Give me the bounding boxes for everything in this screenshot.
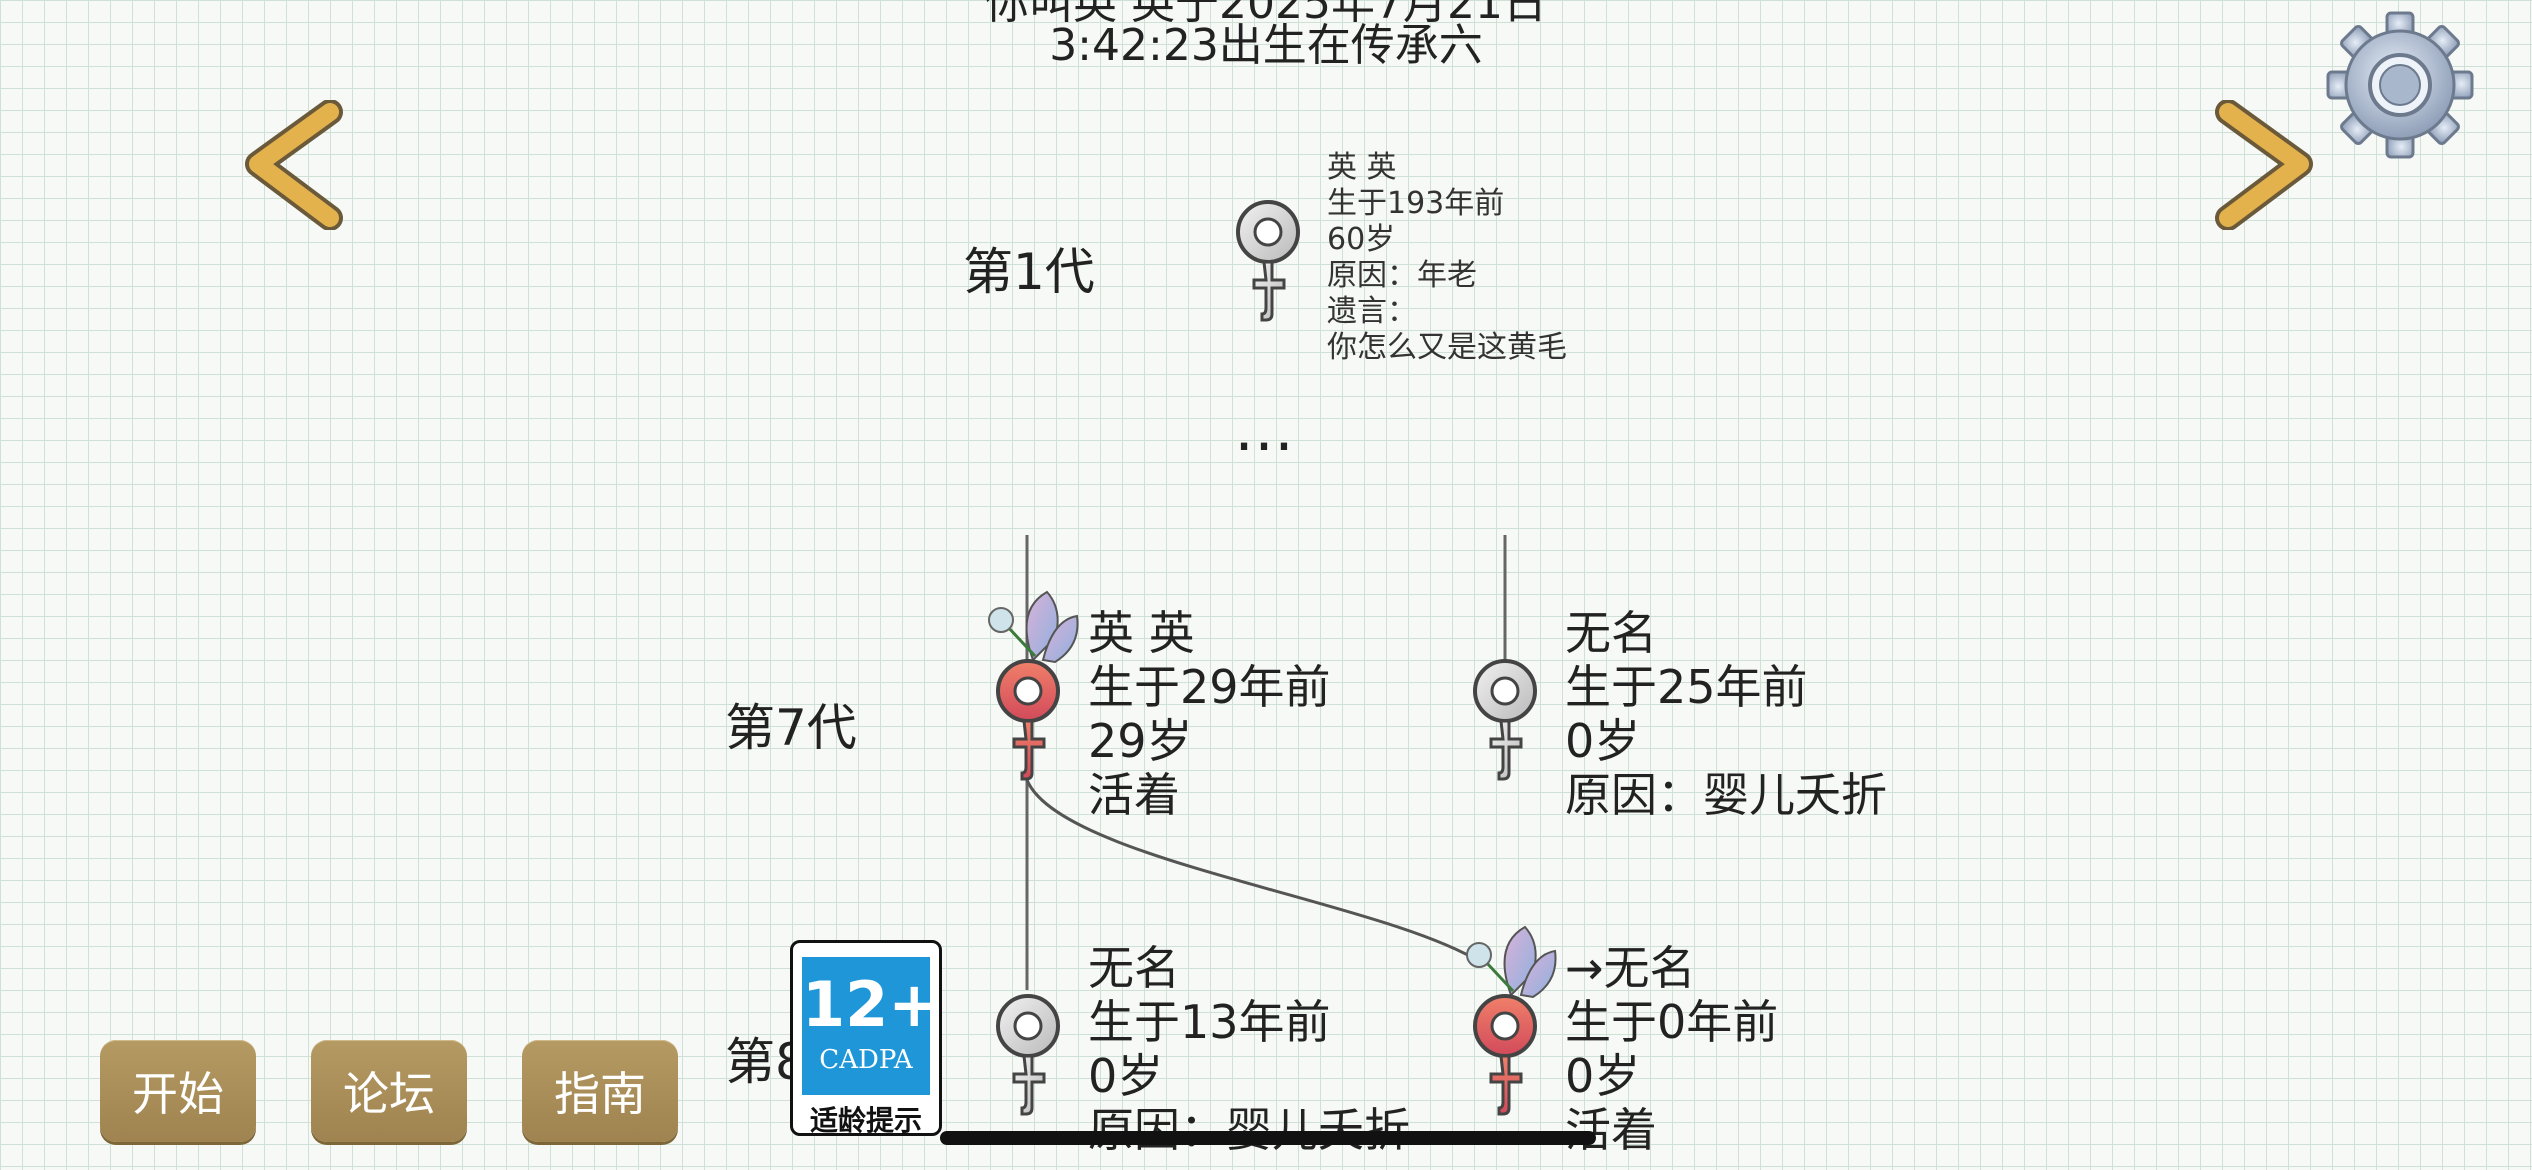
person-card-gen8-a[interactable]: 无名 生于13年前 0岁 原因：婴儿夭折 (1088, 941, 1410, 1157)
person-name: →无名 (1565, 941, 1696, 995)
person-card-gen1: 英 英 生于193年前 60岁 原因：年老 遗言： 你怎么又是这黄毛 (1327, 150, 1567, 366)
person-cause: 原因：年老 (1327, 258, 1477, 293)
person-born: 生于29年前 (1088, 660, 1331, 714)
birth-info-line2: 3:42:23出生在传承六 (1049, 20, 1483, 71)
birth-info-line1: 你叫英 英于2025年7月21日 (985, 0, 1547, 29)
person-age: 60岁 (1327, 222, 1396, 257)
person-card-gen7-a[interactable]: 英 英 生于29年前 29岁 活着 (1088, 606, 1331, 822)
age-rating-badge: 12+ CADPA 适龄提示 (790, 940, 942, 1137)
person-card-gen8-b[interactable]: →无名 生于0年前 0岁 活着 (1565, 941, 1778, 1157)
scroll-indicator[interactable] (940, 1131, 1596, 1145)
person-born: 生于13年前 (1088, 995, 1331, 1049)
person-name: 英 英 (1088, 606, 1195, 660)
start-button[interactable]: 开始 (100, 1040, 256, 1142)
person-born: 生于193年前 (1327, 186, 1505, 221)
female-symbol-icon (1228, 196, 1308, 326)
forum-button[interactable]: 论坛 (311, 1040, 467, 1142)
age-rating-caption: 适龄提示 (809, 1104, 922, 1137)
female-symbol-icon[interactable] (1465, 655, 1545, 785)
person-age: 0岁 (1565, 1049, 1641, 1103)
chevron-left-icon[interactable] (238, 99, 358, 231)
person-name: 无名 (1565, 606, 1657, 660)
person-age: 0岁 (1565, 714, 1641, 768)
person-cause: 原因：婴儿夭折 (1088, 1103, 1410, 1157)
person-born: 生于25年前 (1565, 660, 1808, 714)
person-age: 29岁 (1088, 714, 1193, 768)
chevron-right-icon[interactable] (2200, 99, 2320, 231)
person-name: 英 英 (1327, 150, 1397, 185)
generation-label-7: 第7代 (725, 699, 857, 757)
person-status: 活着 (1565, 1103, 1657, 1157)
person-will-label: 遗言： (1327, 294, 1417, 329)
guide-button[interactable]: 指南 (522, 1040, 678, 1142)
generation-ellipsis: … (1234, 395, 1294, 465)
age-rating-org: CADPA (819, 1045, 913, 1075)
gear-icon[interactable] (2325, 10, 2475, 160)
person-born: 生于0年前 (1565, 995, 1779, 1049)
person-name: 无名 (1088, 941, 1180, 995)
female-symbol-icon[interactable] (988, 655, 1068, 785)
female-symbol-icon[interactable] (1465, 990, 1545, 1120)
age-rating-number: 12+ (802, 968, 941, 1041)
person-will: 你怎么又是这黄毛 (1327, 330, 1567, 365)
person-status: 活着 (1088, 768, 1180, 822)
person-cause: 原因：婴儿夭折 (1565, 768, 1887, 822)
generation-label-1: 第1代 (963, 243, 1095, 301)
female-symbol-icon[interactable] (988, 990, 1068, 1120)
person-age: 0岁 (1088, 1049, 1164, 1103)
person-card-gen7-b[interactable]: 无名 生于25年前 0岁 原因：婴儿夭折 (1565, 606, 1887, 822)
